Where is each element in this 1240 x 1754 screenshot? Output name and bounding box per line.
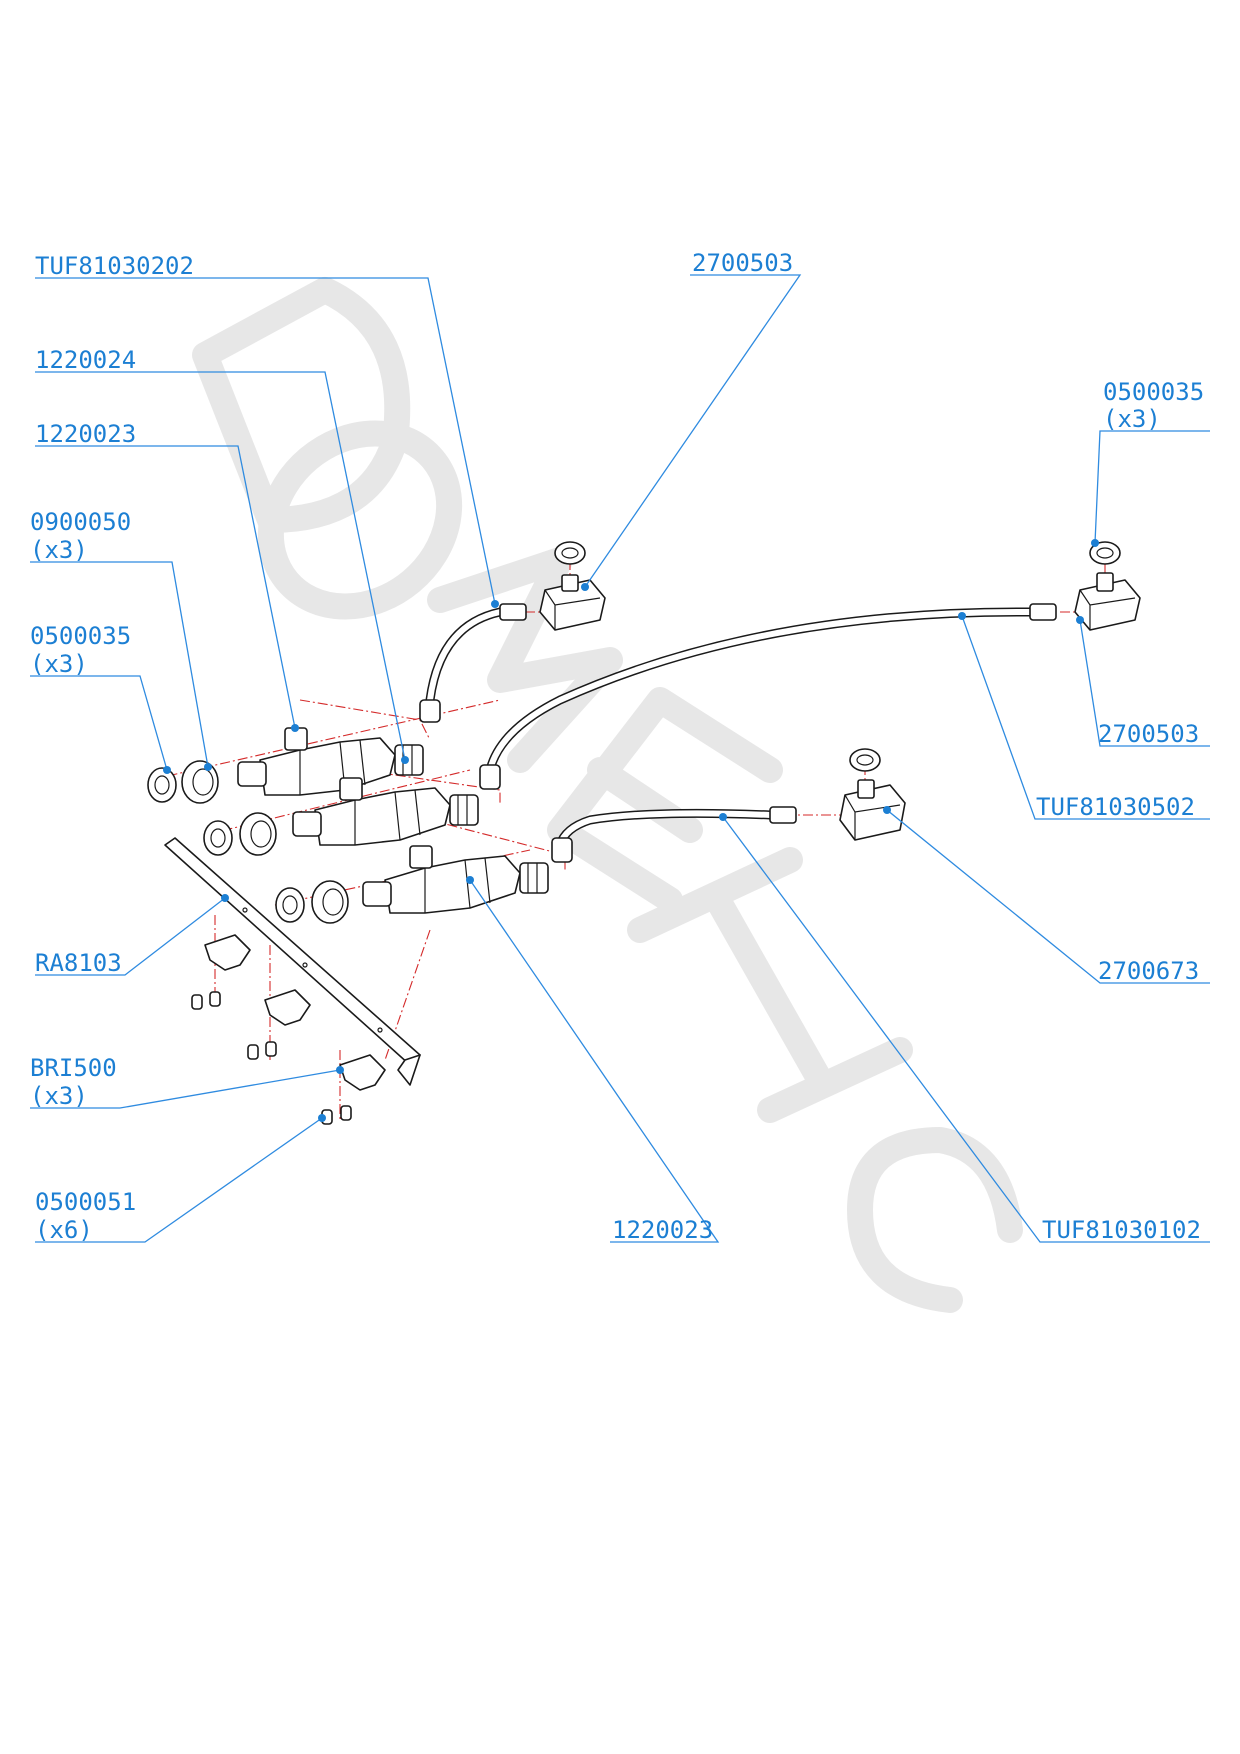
label-0500035-right-qty: (x3)	[1103, 405, 1161, 433]
callout-labels: TUF81030202 2700503 1220024 1220023 0900…	[30, 249, 1204, 1244]
label-tuf81030202: TUF81030202	[35, 252, 194, 280]
valve-middle	[292, 777, 479, 846]
label-tuf81030502: TUF81030502	[1036, 793, 1195, 821]
leader-dots	[163, 539, 1099, 1122]
label-0500051: 0500051	[35, 1188, 136, 1216]
label-1220023-bottom: 1220023	[612, 1216, 713, 1244]
fitting-2700503-right	[1074, 541, 1141, 631]
label-0500051-qty: (x6)	[35, 1216, 93, 1244]
hose-tuf81030502	[479, 603, 1057, 790]
screws-0500051	[191, 991, 352, 1125]
hose-tuf81030102	[551, 806, 797, 863]
label-ra8103: RA8103	[35, 949, 122, 977]
label-bri500: BRI500	[30, 1054, 117, 1082]
fitting-2700503-top	[539, 541, 606, 631]
label-tuf81030102: TUF81030102	[1042, 1216, 1201, 1244]
label-1220023-top: 1220023	[35, 420, 136, 448]
label-0500035-right: 0500035	[1103, 378, 1204, 406]
label-1220024: 1220024	[35, 346, 136, 374]
valve-lower	[362, 845, 549, 914]
label-0900050: 0900050	[30, 508, 131, 536]
label-0500035-left: 0500035	[30, 622, 131, 650]
brackets-bri500	[204, 934, 386, 1091]
fitting-2700673	[839, 748, 906, 841]
label-0900050-qty: (x3)	[30, 536, 88, 564]
label-2700503-top: 2700503	[692, 249, 793, 277]
label-0500035-left-qty: (x3)	[30, 650, 88, 678]
leader-lines	[30, 274, 1210, 1243]
hose-tuf81030202	[419, 603, 527, 723]
label-2700673: 2700673	[1098, 957, 1199, 985]
label-bri500-qty: (x3)	[30, 1082, 88, 1110]
label-2700503-right: 2700503	[1098, 720, 1199, 748]
valve-upper	[237, 727, 424, 796]
rail-ra8103	[164, 837, 421, 1086]
nuts-and-washers	[147, 760, 349, 924]
